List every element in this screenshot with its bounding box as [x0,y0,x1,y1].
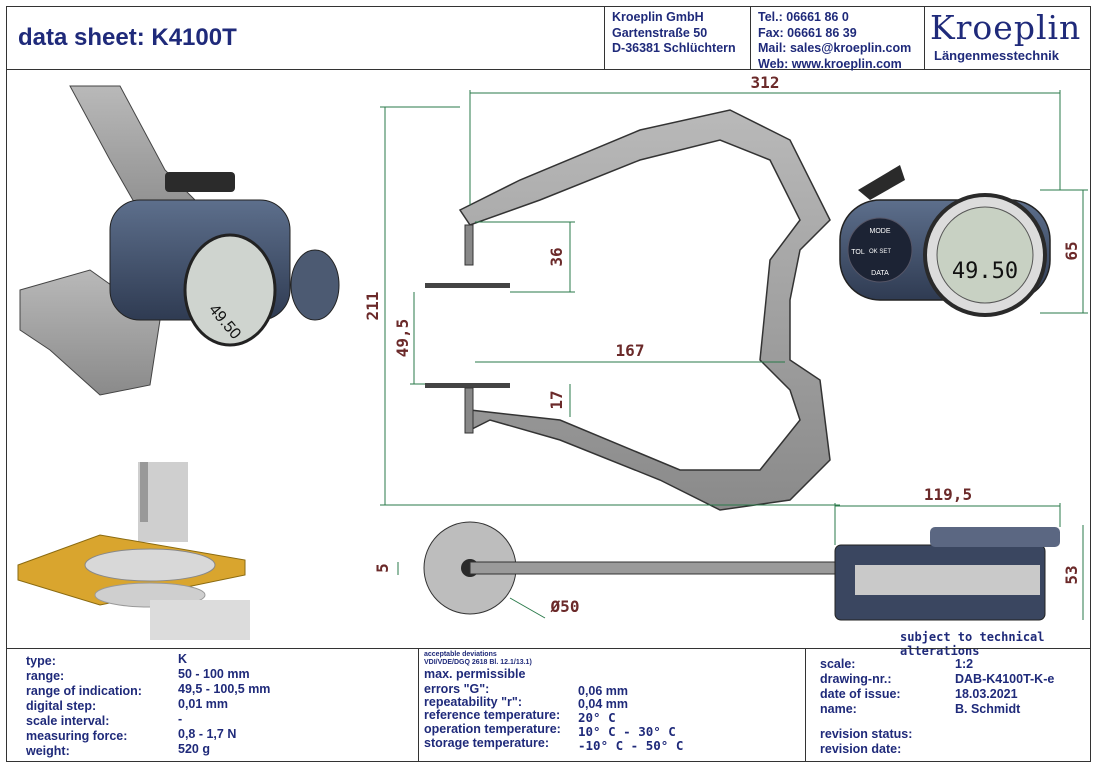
dim-height-total: 211 [363,292,382,321]
dimension-lines [380,90,1088,620]
spec-label: operation temperature: [424,722,561,736]
header-divider [604,6,605,70]
spec-label: errors "G": [424,682,490,696]
spec-label: scale interval: [26,714,110,728]
logo: Kroeplin [930,8,1082,47]
spec-value: -10° C - 50° C [578,738,684,753]
header-divider [924,6,925,70]
side-view [423,521,1060,621]
tol-button[interactable]: TOL [851,249,865,256]
spec-value: B. Schmidt [955,702,1021,716]
footer-col-divider [805,648,806,762]
spec-label: weight: [26,744,70,758]
spec-value: - [178,712,183,726]
spec-value: 1:2 [955,657,974,671]
spec-heading: acceptable deviations [424,651,497,658]
website[interactable]: Web: www.kroeplin.com [758,56,902,71]
sheet-frame [6,6,1091,762]
spec-value: 10° C - 30° C [578,724,676,739]
spec-label: revision status: [820,727,913,741]
isometric-view: 49.50 [19,85,340,396]
fax: Fax: 06661 86 39 [758,25,857,40]
spec-label: type: [26,654,56,668]
header [6,6,1091,70]
spec-label: range: [26,669,65,683]
spec-label: digital step: [26,699,97,713]
spec-heading: max. permissible [424,667,526,681]
company-city: D-36381 Schlüchtern [612,41,736,55]
dim-width-total: 312 [751,73,780,92]
email[interactable]: Mail: sales@kroeplin.com [758,41,912,55]
spec-label: scale: [820,657,856,671]
dim-upper-contact: 36 [547,247,566,266]
specs-mid-values: 0,06 mm 0,04 mm 20° C 10° C - 30° C -10°… [578,684,684,753]
spec-heading: VDI/VDE/DGQ 2618 Bl. 12.1/13.1) [424,659,532,666]
spec-label: drawing-nr.: [820,672,892,686]
spec-value: 50 - 100 mm [178,667,250,681]
spec-label: name: [820,702,857,716]
spec-label: revision date: [820,742,902,756]
spec-value: 0,06 mm [578,684,629,698]
spec-label: reference temperature: [424,708,561,722]
company-street: Gartenstraße 50 [612,25,708,40]
dim-dial-height: 65 [1062,241,1081,260]
data-button[interactable]: DATA [871,270,889,277]
dim-disc-diameter: Ø50 [550,597,580,616]
specs-left-values: K 50 - 100 mm 49,5 - 100,5 mm 0,01 mm - … [178,652,270,757]
company-address: Kroeplin GmbH Gartenstraße 50 D-36381 Sc… [612,10,736,57]
spec-label: range of indication: [26,684,142,698]
spec-value: DAB-K4100T-K-e [955,672,1055,686]
dim-head-width: 119,5 [924,485,972,504]
spec-value: 20° C [578,710,616,725]
dim-thickness: 5 [373,563,392,573]
footer-divider [6,648,1091,649]
dim-gap: 49,5 [393,319,412,358]
spec-value: 520 g [178,742,210,756]
spec-value: 0,04 mm [578,697,629,711]
spec-value: K [178,652,188,666]
alteration-note: subject to technical alterations [900,630,1045,658]
spec-value: 49,5 - 100,5 mm [178,682,271,696]
spec-label: repeatability "r": [424,695,522,709]
mode-button[interactable]: MODE [870,228,891,235]
dim-head-depth: 53 [1062,565,1081,584]
dim-lower-contact: 17 [547,390,566,409]
footer-col-divider [418,648,419,762]
specs-mid-labels: acceptable deviations VDI/VDE/DGQ 2618 B… [424,651,561,750]
ok-set-button[interactable]: OK SET [869,249,891,255]
company-name: Kroeplin GmbH [612,10,704,24]
front-view: 49.50 MODE TOL OK SET DATA [425,109,1051,511]
header-divider [750,6,751,70]
dim-inner-depth: 167 [616,341,645,360]
spec-label: date of issue: [820,687,901,701]
page-title: data sheet: K4100T [18,24,237,51]
logo-subtitle: Längenmesstechnik [934,48,1059,63]
spec-value: 18.03.2021 [955,687,1018,701]
display-reading: 49.50 [952,259,1018,284]
specs-right-labels: scale: drawing-nr.: date of issue: name:… [820,657,912,757]
phone: Tel.: 06661 86 0 [758,10,849,24]
company-contact: Tel.: 06661 86 0 Fax: 06661 86 39 Mail: … [758,10,911,72]
specs-right-values: 1:2 DAB-K4100T-K-e 18.03.2021 B. Schmidt [955,657,1054,717]
spec-value: 0,01 mm [178,697,229,711]
spec-label: storage temperature: [424,736,550,750]
specs-left-labels: type: range: range of indication: digita… [26,654,142,759]
spec-value: 0,8 - 1,7 N [178,727,237,741]
spec-label [820,717,912,727]
application-photo [17,462,250,640]
spec-label: measuring force: [26,729,128,743]
